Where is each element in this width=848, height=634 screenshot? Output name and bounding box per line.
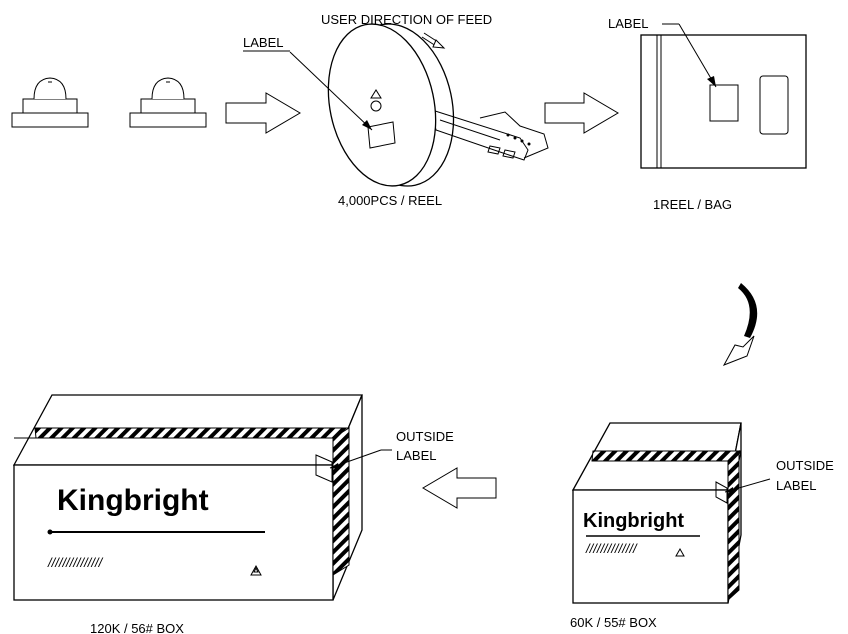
recycle-icon (675, 547, 685, 557)
left-arrow-icon (422, 467, 497, 509)
feed-direction-icon (421, 32, 446, 49)
large-box-slashes: /////////////// (47, 555, 104, 570)
small-box-slashes: ////////////// (585, 541, 638, 556)
small-outside-label-line2: LABEL (776, 478, 816, 493)
large-box (12, 394, 392, 601)
reel-caption: 4,000PCS / REEL (338, 193, 442, 208)
right-arrow-icon (225, 92, 301, 134)
bag-label-text: LABEL (608, 16, 648, 31)
right-arrow-icon (544, 92, 619, 134)
small-box (571, 422, 771, 604)
bag-caption: 1REEL / BAG (653, 197, 732, 212)
large-box-caption: 120K / 56# BOX (90, 621, 184, 634)
led-component-2 (129, 77, 207, 128)
reel-label-text: LABEL (243, 35, 283, 50)
small-box-brand: Kingbright (583, 510, 684, 532)
large-outside-label-line2: LABEL (396, 448, 436, 463)
large-box-brand: Kingbright (57, 484, 209, 517)
user-direction-text: USER DIRECTION OF FEED (321, 12, 492, 27)
curved-arrow-icon (722, 283, 758, 366)
led-component-1 (11, 77, 89, 128)
small-outside-label-line1: OUTSIDE (776, 458, 834, 473)
bag (640, 23, 807, 169)
small-box-caption: 60K / 55# BOX (570, 615, 657, 630)
recycle-icon (250, 564, 262, 576)
large-outside-label-line1: OUTSIDE (396, 429, 454, 444)
reel (289, 23, 549, 187)
